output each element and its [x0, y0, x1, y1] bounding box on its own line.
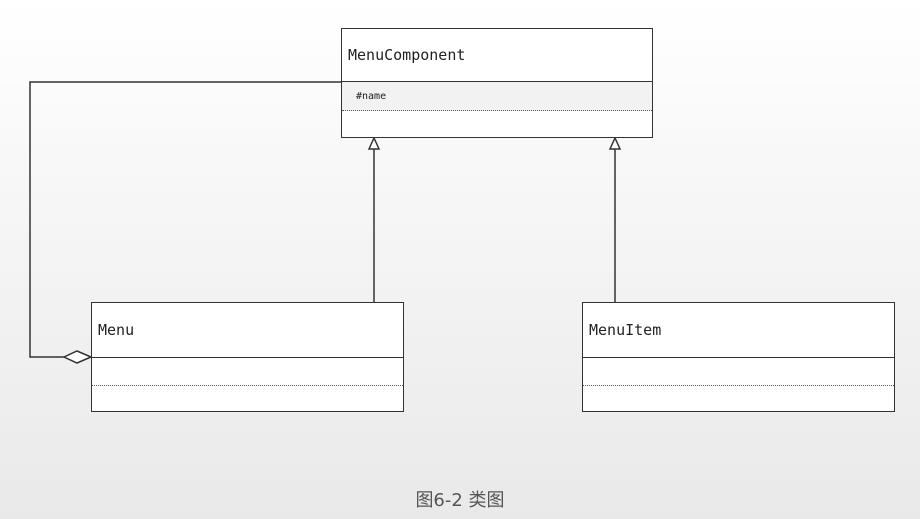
class-name: Menu	[92, 303, 403, 358]
figure-caption: 图6-2 类图	[415, 490, 505, 511]
class-name: MenuItem	[583, 303, 894, 358]
class-name: MenuComponent	[342, 29, 652, 82]
class-menucomponent: MenuComponent #name	[341, 28, 653, 138]
generalization-arrowhead-menuitem	[608, 136, 622, 150]
class-menu: Menu	[91, 302, 404, 412]
class-menuitem: MenuItem	[582, 302, 895, 412]
aggregation-line	[29, 81, 341, 358]
attribute-name: #name	[356, 90, 387, 102]
class-attributes	[583, 358, 894, 386]
class-attributes: #name	[342, 82, 652, 111]
class-attributes	[92, 358, 403, 386]
aggregation-diamond	[62, 350, 93, 364]
generalization-arrowhead-menu	[367, 136, 381, 150]
